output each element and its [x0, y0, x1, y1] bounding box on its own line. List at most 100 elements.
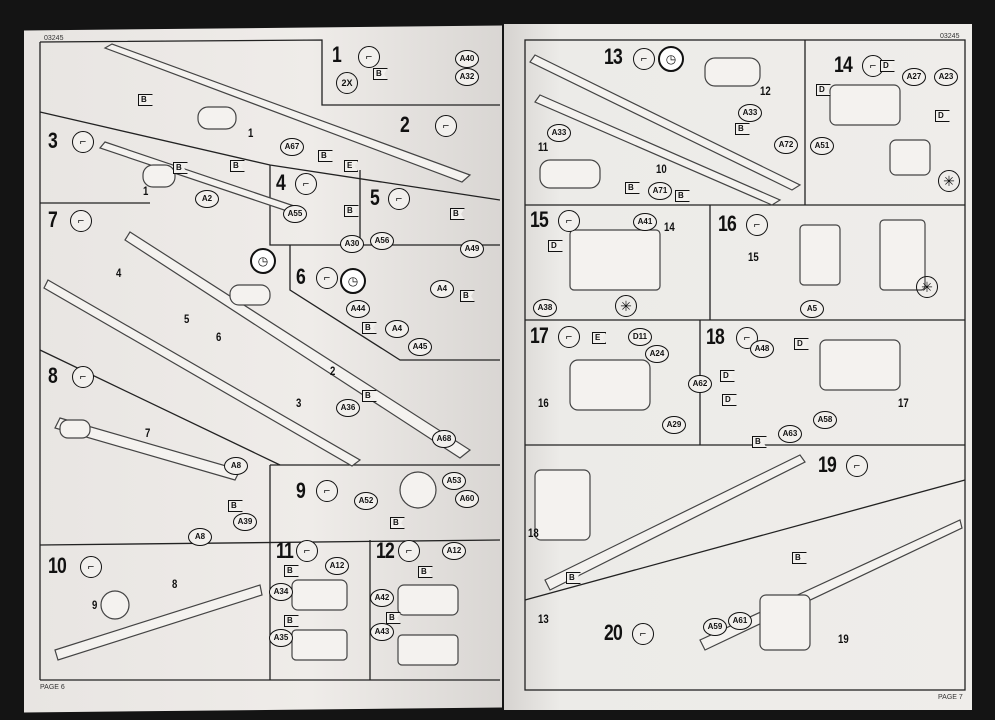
paint-clock-icon: ◷ [250, 248, 276, 274]
subassembly-number: 4 [116, 266, 122, 280]
glue-tube-icon: ⌐ [72, 366, 94, 388]
step-4: 4 [276, 170, 286, 195]
part-label: A5 [800, 300, 824, 318]
step-2: 2 [400, 112, 410, 137]
step-14: 14 [834, 52, 853, 77]
part-label: A12 [325, 557, 349, 575]
right-page-number: PAGE 7 [938, 694, 963, 701]
subassembly-number: 6 [216, 330, 222, 344]
glue-tube-icon: ⌐ [633, 48, 655, 70]
part-label: A48 [750, 340, 774, 358]
part-label: A39 [233, 513, 257, 531]
step-6: 6 [296, 264, 306, 289]
step-13: 13 [604, 44, 623, 69]
step-7: 7 [48, 207, 58, 232]
glue-tube-icon: ⌐ [746, 214, 768, 236]
sprue-flag: B [138, 94, 153, 106]
part-label: A43 [370, 623, 394, 641]
step-15: 15 [530, 207, 549, 232]
quantity-badge: 2X [336, 72, 358, 94]
part-label: A45 [408, 338, 432, 356]
part-label: A33 [738, 104, 762, 122]
step-10: 10 [48, 553, 67, 578]
subassembly-number: 1 [143, 184, 149, 198]
part-label: A4 [430, 280, 454, 298]
subassembly-number: 11 [538, 140, 549, 154]
glue-tube-icon: ⌐ [435, 115, 457, 137]
step-19: 19 [818, 452, 837, 477]
glue-tube-icon: ⌐ [295, 173, 317, 195]
part-label: A61 [728, 612, 752, 630]
part-label: A38 [533, 299, 557, 317]
part-label: A62 [688, 375, 712, 393]
glue-tube-icon: ⌐ [316, 480, 338, 502]
sprue-flag: B [735, 123, 750, 135]
step-3: 3 [48, 128, 58, 153]
right-catalog-number: 03245 [940, 33, 960, 40]
subassembly-number: 5 [184, 312, 190, 326]
part-label: A68 [432, 430, 456, 448]
part-label: A2 [195, 190, 219, 208]
part-label: A58 [813, 411, 837, 429]
asterisk-icon: ✳ [938, 170, 960, 192]
part-label: A72 [774, 136, 798, 154]
part-label: A30 [340, 235, 364, 253]
subassembly-number: 2 [330, 364, 336, 378]
step-18: 18 [706, 324, 725, 349]
glue-tube-icon: ⌐ [72, 131, 94, 153]
subassembly-number: 13 [538, 612, 549, 626]
part-label: A52 [354, 492, 378, 510]
part-label: A36 [336, 399, 360, 417]
step-8: 8 [48, 363, 58, 388]
left-catalog-number: 03245 [44, 35, 64, 42]
part-label: A32 [455, 68, 479, 86]
subassembly-number: 18 [528, 526, 539, 540]
subassembly-number: 9 [92, 598, 98, 612]
sprue-flag: D [935, 110, 950, 122]
glue-tube-icon: ⌐ [70, 210, 92, 232]
subassembly-number: 12 [760, 84, 771, 98]
part-label: A60 [455, 490, 479, 508]
step-16: 16 [718, 211, 737, 236]
part-label: A51 [810, 137, 834, 155]
asterisk-icon: ✳ [615, 295, 637, 317]
glue-tube-icon: ⌐ [80, 556, 102, 578]
glue-tube-icon: ⌐ [388, 188, 410, 210]
subassembly-number: 7 [145, 426, 151, 440]
part-label: A71 [648, 182, 672, 200]
part-label: A56 [370, 232, 394, 250]
subassembly-number: 17 [898, 396, 909, 410]
part-label: A35 [269, 629, 293, 647]
part-label: A63 [778, 425, 802, 443]
part-label: A34 [269, 583, 293, 601]
step-20: 20 [604, 620, 623, 645]
glue-tube-icon: ⌐ [398, 540, 420, 562]
part-label: A8 [224, 457, 248, 475]
paint-clock-icon: ◷ [340, 268, 366, 294]
subassembly-number: 1 [248, 126, 254, 140]
subassembly-number: 3 [296, 396, 302, 410]
glue-tube-icon: ⌐ [558, 326, 580, 348]
part-label: A49 [460, 240, 484, 258]
part-label: A40 [455, 50, 479, 68]
part-label: A12 [442, 542, 466, 560]
step-5: 5 [370, 185, 380, 210]
step-1: 1 [332, 42, 342, 67]
subassembly-number: 19 [838, 632, 849, 646]
step-11: 11 [276, 538, 294, 563]
left-page-number: PAGE 6 [40, 684, 65, 691]
glue-tube-icon: ⌐ [862, 55, 884, 77]
subassembly-number: 15 [748, 250, 759, 264]
part-label: A41 [633, 213, 657, 231]
part-label: A67 [280, 138, 304, 156]
part-label: A53 [442, 472, 466, 490]
part-label: A8 [188, 528, 212, 546]
glue-tube-icon: ⌐ [316, 267, 338, 289]
step-12: 12 [376, 538, 395, 563]
sprue-flag: B [386, 612, 401, 624]
paint-clock-icon: ◷ [658, 46, 684, 72]
part-label: A33 [547, 124, 571, 142]
sprue-flag: B [460, 290, 475, 302]
part-label: D11 [628, 328, 652, 346]
